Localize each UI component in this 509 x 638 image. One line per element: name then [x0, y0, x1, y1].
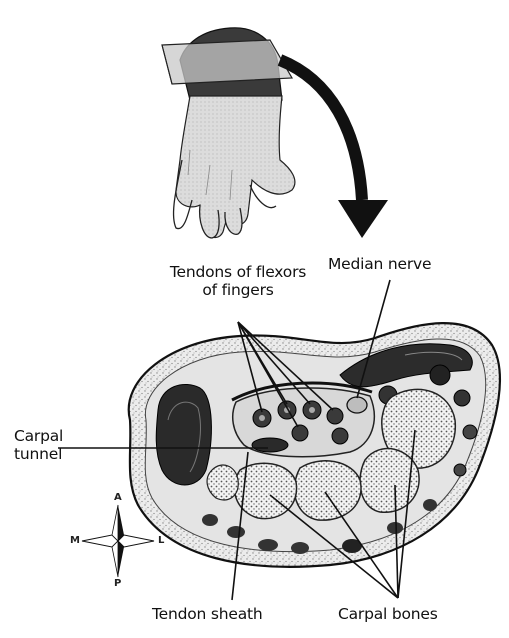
tendons-of-flexors-line1: Tendons of flexors [138, 264, 338, 282]
median-nerve-shape [347, 397, 367, 413]
median-nerve-label: Median nerve [328, 256, 431, 274]
compass-anterior: A [114, 492, 122, 503]
hand-illustration [162, 28, 295, 238]
compass-lateral: L [158, 535, 164, 546]
tendons-of-flexors-line2: of fingers [138, 282, 338, 300]
compass-medial: M [70, 535, 80, 546]
tendons-of-flexors-label: Tendons of flexors of fingers [138, 264, 338, 300]
orientation-compass-icon [82, 505, 154, 577]
compass-posterior: P [114, 578, 121, 589]
carpal-tunnel-label: Carpal tunnel [14, 428, 63, 464]
carpal-tunnel-line1: Carpal [14, 428, 63, 446]
curved-arrow-icon [280, 60, 388, 238]
carpal-bones-label: Carpal bones [338, 606, 438, 624]
tendon-sheath-label: Tendon sheath [152, 606, 263, 624]
carpal-tunnel-line2: tunnel [14, 446, 63, 464]
